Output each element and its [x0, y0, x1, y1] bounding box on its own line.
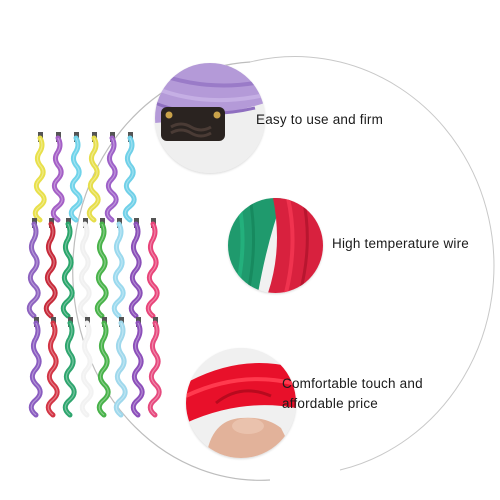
hair-strand [104, 135, 119, 223]
hair-strand-highlight [70, 137, 81, 221]
feature-label-comfortable-line2: affordable price [282, 396, 379, 411]
hair-strand-highlight [149, 322, 160, 416]
hair-strand [113, 320, 128, 418]
hair-strand [28, 320, 43, 418]
hair-strand [77, 221, 92, 319]
hair-strand-highlight [79, 223, 90, 317]
hair-strand [45, 320, 60, 418]
hair-strand-highlight [147, 223, 158, 317]
hair-strand-highlight [106, 137, 117, 221]
hair-strand-highlight [115, 322, 126, 416]
hair-strand-highlight [130, 223, 141, 317]
feature-label-comfortable-line1: Comfortable touch and [282, 376, 423, 391]
hair-strand [68, 135, 83, 223]
green-red-fiber-closeup-icon [228, 198, 323, 293]
hair-strand-highlight [88, 137, 99, 221]
fiber-closeup-circle [228, 198, 323, 293]
hair-strand [128, 221, 143, 319]
hair-strand [79, 320, 94, 418]
hair-strand [60, 221, 75, 319]
hair-strand-highlight [96, 223, 107, 317]
hair-strand-highlight [62, 223, 73, 317]
hair-strand [86, 135, 101, 223]
feature-label-comfortable: Comfortable touch and affordable price [282, 374, 423, 414]
hair-strand-highlight [113, 223, 124, 317]
hair-strand [62, 320, 77, 418]
hair-strand-highlight [30, 322, 41, 416]
hair-strand [26, 221, 41, 319]
hair-strand [96, 320, 111, 418]
clip-closeup-circle [155, 63, 265, 173]
hair-strand [147, 320, 162, 418]
hair-strand-highlight [34, 137, 45, 221]
hair-strand [50, 135, 65, 223]
hair-strand-highlight [47, 322, 58, 416]
hair-strand-highlight [124, 137, 135, 221]
feature-label-easy: Easy to use and firm [256, 112, 384, 127]
hair-strand [145, 221, 160, 319]
hair-strand [43, 221, 58, 319]
hair-strand [94, 221, 109, 319]
hair-strand [111, 221, 126, 319]
hair-strand-highlight [45, 223, 56, 317]
hair-strand-highlight [28, 223, 39, 317]
red-strand-in-hand-closeup-icon [186, 348, 296, 458]
hair-strand [130, 320, 145, 418]
hair-strand-highlight [64, 322, 75, 416]
hair-strand-highlight [81, 322, 92, 416]
feature-label-temperature: High temperature wire [332, 236, 470, 251]
hair-strand-highlight [52, 137, 63, 221]
purple-hair-clip-closeup-icon [155, 63, 265, 173]
hair-strand [122, 135, 137, 223]
hair-strand [32, 135, 47, 223]
touch-closeup-circle [186, 348, 296, 458]
hair-strand-highlight [98, 322, 109, 416]
hair-strand-highlight [132, 322, 143, 416]
